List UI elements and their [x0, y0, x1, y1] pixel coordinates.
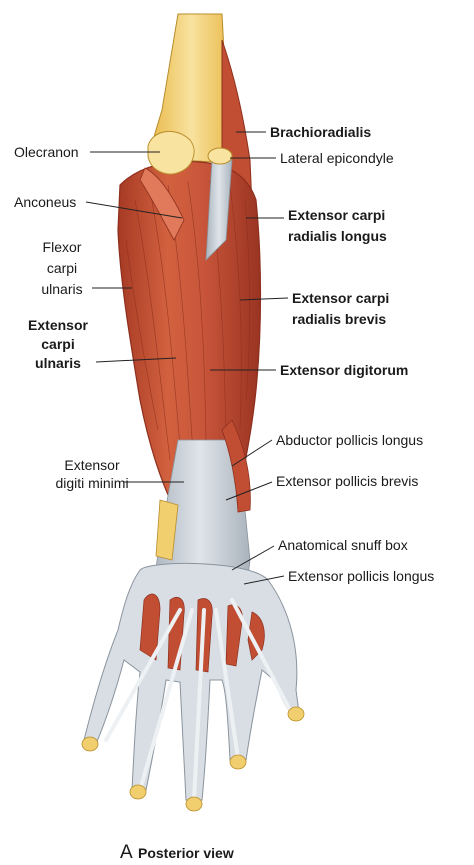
finger-tips [81, 706, 305, 812]
leader-ecrb [239, 297, 289, 301]
label-olecranon: Olecranon [14, 144, 79, 160]
leader-lines [85, 131, 289, 585]
leader-epl [243, 575, 285, 585]
leader-ecu [95, 357, 177, 363]
label-ecrl-line2: radialis longus [288, 228, 387, 244]
anconeus-muscle [139, 167, 185, 241]
label-abductor-pollicis-longus: Abductor pollicis longus [276, 432, 423, 448]
hand-dorsum [83, 562, 301, 801]
ulna-distal-bone [155, 499, 179, 561]
label-extensor-pollicis-longus: Extensor pollicis longus [288, 568, 434, 584]
label-ecu-line3: ulnaris [35, 355, 81, 371]
leader-snuff-box [231, 545, 275, 571]
label-ecrb-line2: radialis brevis [292, 311, 386, 327]
lateral-epicondyle-bone [207, 147, 233, 165]
label-ecrl-line1: Extensor carpi [288, 207, 385, 223]
label-ecu-line2: carpi [41, 336, 74, 352]
label-anconeus: Anconeus [14, 194, 76, 210]
finger-extensor-tendons [104, 598, 292, 802]
leader-apl [231, 439, 273, 467]
label-brachioradialis: Brachioradialis [270, 124, 371, 140]
thumb-abductor-muscle [221, 419, 251, 513]
label-extensor-pollicis-brevis: Extensor pollicis brevis [276, 473, 418, 489]
leader-epb [225, 481, 273, 501]
figure-caption: A Posterior view [120, 842, 234, 863]
leader-anconeus [85, 201, 183, 219]
label-fcu-line3: ulnaris [41, 281, 82, 297]
label-ecu-line1: Extensor [28, 317, 88, 333]
forearm-illustration [81, 13, 305, 812]
olecranon-bone [147, 131, 195, 175]
label-edm-line2: digiti minimi [55, 475, 128, 491]
caption-text: Posterior view [138, 845, 234, 861]
label-lateral-epicondyle: Lateral epicondyle [280, 150, 394, 166]
forearm-muscle-mass [117, 161, 262, 511]
label-edm-line1: Extensor [64, 457, 120, 473]
label-fcu-line2: carpi [47, 260, 77, 276]
label-anatomical-snuff-box: Anatomical snuff box [278, 537, 408, 553]
labels: Brachioradialis Olecranon Lateral epicon… [14, 124, 434, 584]
caption-letter: A [120, 842, 133, 863]
label-fcu-line1: Flexor [43, 239, 82, 255]
label-extensor-digitorum: Extensor digitorum [280, 362, 408, 378]
label-ecrb-line1: Extensor carpi [292, 290, 389, 306]
